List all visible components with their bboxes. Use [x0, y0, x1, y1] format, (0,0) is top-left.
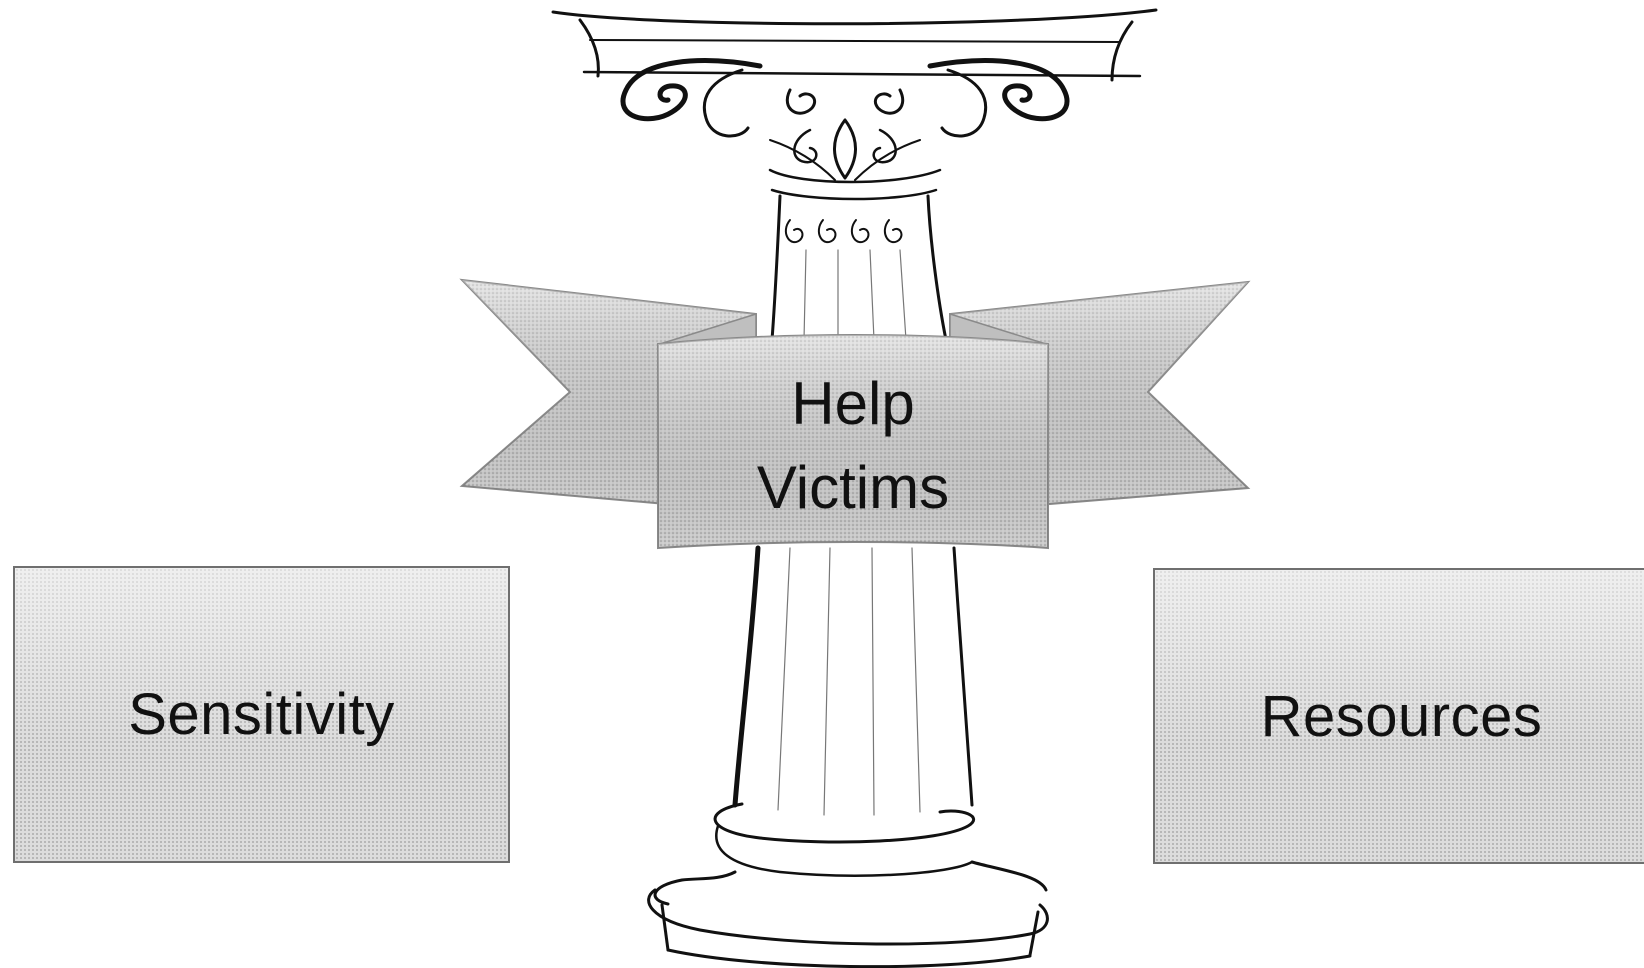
resources-label: Resources [1261, 683, 1543, 750]
sensitivity-box: Sensitivity [13, 566, 510, 863]
resources-box: Resources [1153, 568, 1644, 864]
banner-label-line2: Victims [658, 446, 1048, 530]
banner-label-line1: Help [658, 362, 1048, 446]
sensitivity-label: Sensitivity [128, 681, 395, 748]
banner-label: Help Victims [658, 362, 1048, 530]
